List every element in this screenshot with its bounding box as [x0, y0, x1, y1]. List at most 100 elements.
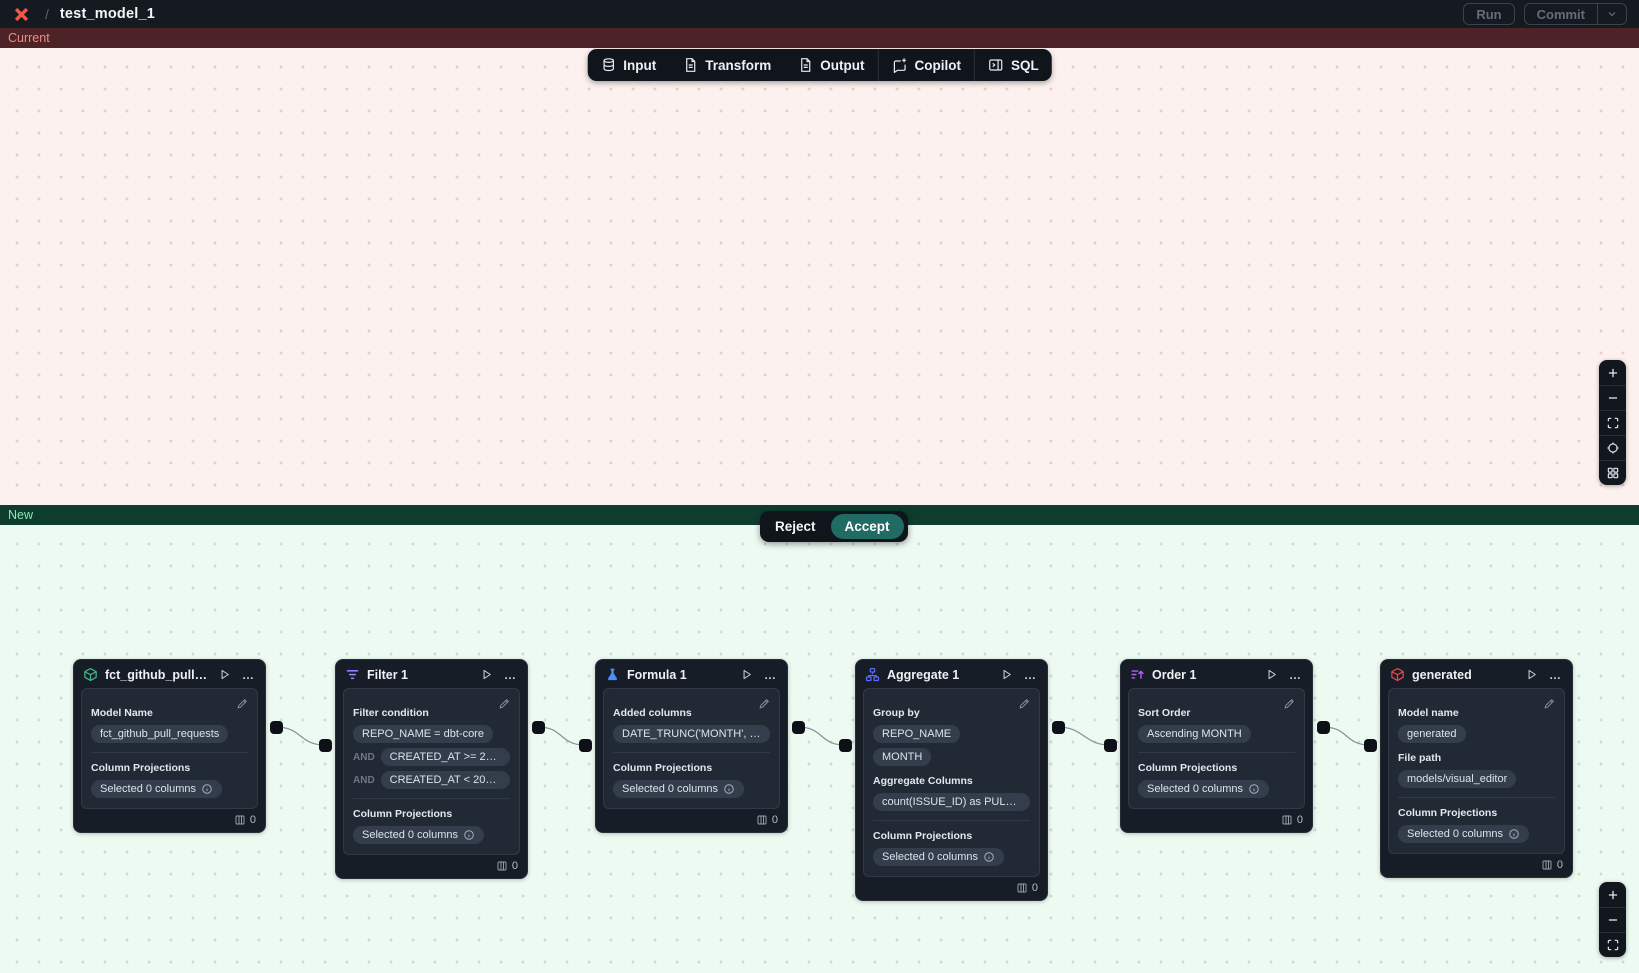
layout-grid-button[interactable] [1599, 460, 1626, 485]
node-header[interactable]: Formula 1 … [596, 660, 787, 688]
node-run-button[interactable] [216, 668, 233, 681]
value-pill[interactable]: Selected 0 columns [873, 848, 1004, 866]
value-pill[interactable]: Selected 0 columns [353, 826, 484, 844]
toolbar-divider [974, 49, 975, 81]
pill-row: generated [1398, 725, 1555, 743]
toolbar-transform-button[interactable]: Transform [669, 49, 784, 81]
value-pill[interactable]: count(ISSUE_ID) as PULL_REQUEST_… [873, 793, 1030, 811]
node-menu-button[interactable]: … [502, 669, 519, 681]
edit-pencil-icon[interactable] [498, 697, 511, 710]
node-menu-button[interactable]: … [1547, 669, 1564, 681]
toolbar-sql-button[interactable]: SQL [975, 49, 1052, 81]
section-label: Column Projections [1398, 807, 1498, 819]
run-button[interactable]: Run [1463, 3, 1515, 25]
value-pill[interactable]: fct_github_pull_requests [91, 725, 229, 743]
value-pill[interactable]: Ascending MONTH [1138, 725, 1251, 743]
pill-row: count(ISSUE_ID) as PULL_REQUEST_… [873, 793, 1030, 811]
toolbar-copilot-button[interactable]: Copilot [879, 49, 975, 81]
input-port[interactable] [318, 738, 332, 752]
node-section: Filter condition REPO_NAME = dbt-core AN… [353, 707, 510, 789]
pill-row: MONTH [873, 748, 1030, 766]
value-pill[interactable]: CREATED_AT >= 2024-12-01 [380, 748, 510, 766]
dbt-logo-icon[interactable] [12, 5, 31, 24]
input-port[interactable] [578, 738, 592, 752]
ellipsis-icon: … [764, 667, 777, 682]
value-pill[interactable]: CREATED_AT < 2025-03-01 [380, 771, 510, 789]
edit-pencil-icon[interactable] [758, 697, 771, 710]
node-menu-button[interactable]: … [1287, 669, 1304, 681]
toolbar-output-button[interactable]: Output [784, 49, 877, 81]
node-card-aggregate-1[interactable]: Aggregate 1 … Group by REPO_NAME MONTH [855, 659, 1048, 901]
accept-button[interactable]: Accept [830, 514, 904, 539]
node-title: generated [1412, 667, 1472, 682]
output-port[interactable] [1051, 720, 1065, 734]
node-section: Column Projections Selected 0 columns [613, 752, 770, 798]
input-port[interactable] [1103, 738, 1117, 752]
pill-row: Selected 0 columns [613, 780, 770, 798]
edit-pencil-icon[interactable] [1018, 697, 1031, 710]
pill-row: Selected 0 columns [353, 826, 510, 844]
input-port[interactable] [1363, 738, 1377, 752]
output-port[interactable] [531, 720, 545, 734]
zoom-out-button[interactable] [1599, 385, 1626, 410]
edit-pencil-icon[interactable] [1283, 697, 1296, 710]
node-header[interactable]: Filter 1 … [336, 660, 527, 688]
zoom-out-button[interactable] [1599, 907, 1626, 932]
node-run-button[interactable] [738, 668, 755, 681]
column-count: 0 [511, 860, 518, 872]
node-menu-button[interactable]: … [1022, 669, 1039, 681]
fit-view-button[interactable] [1599, 410, 1626, 435]
node-card-filter-1[interactable]: Filter 1 … Filter condition REPO_NAME = … [335, 659, 528, 879]
node-header[interactable]: generated … [1381, 660, 1572, 688]
edit-pencil-icon[interactable] [236, 697, 249, 710]
value-pill[interactable]: REPO_NAME [873, 725, 961, 743]
zoom-in-button[interactable] [1599, 882, 1626, 907]
value-pill[interactable]: Selected 0 columns [1138, 780, 1269, 798]
new-canvas[interactable]: fct_github_pull_requests … Model Name fc… [0, 525, 1639, 973]
value-pill[interactable]: DATE_TRUNC('MONTH', CREATED_AT… [613, 725, 770, 743]
node-card-generated[interactable]: generated … Model name generated File pa… [1380, 659, 1573, 878]
commit-split-button[interactable]: Commit [1523, 3, 1627, 25]
commit-dropdown-button[interactable] [1598, 4, 1626, 24]
node-header[interactable]: fct_github_pull_requests … [74, 660, 265, 688]
commit-button[interactable]: Commit [1536, 6, 1585, 22]
pencil-icon [499, 699, 509, 709]
input-port[interactable] [838, 738, 852, 752]
pill-row: models/visual_editor [1398, 770, 1555, 788]
current-canvas[interactable] [0, 48, 1639, 505]
fit-view-button[interactable] [1599, 932, 1626, 957]
toolbar-input-button[interactable]: Input [587, 49, 669, 81]
node-run-button[interactable] [1263, 668, 1280, 681]
node-menu-button[interactable]: … [240, 669, 257, 681]
value-pill[interactable]: Selected 0 columns [91, 780, 222, 798]
output-port[interactable] [269, 720, 283, 734]
section-label: Column Projections [91, 762, 191, 774]
node-menu-button[interactable]: … [762, 669, 779, 681]
info-icon [464, 830, 474, 840]
node-run-button[interactable] [478, 668, 495, 681]
node-card-order-1[interactable]: Order 1 … Sort Order Ascending MONTH Col… [1120, 659, 1313, 833]
value-pill[interactable]: Selected 0 columns [613, 780, 744, 798]
output-port[interactable] [791, 720, 805, 734]
value-pill[interactable]: MONTH [873, 748, 932, 766]
column-count: 0 [249, 814, 256, 826]
pill-row: DATE_TRUNC('MONTH', CREATED_AT… [613, 725, 770, 743]
value-pill[interactable]: generated [1398, 725, 1466, 743]
node-header[interactable]: Aggregate 1 … [856, 660, 1047, 688]
node-body: Sort Order Ascending MONTH Column Projec… [1128, 688, 1305, 809]
condition-operator: AND [353, 774, 375, 786]
value-pill[interactable]: REPO_NAME = dbt-core [353, 725, 493, 743]
value-pill[interactable]: models/visual_editor [1398, 770, 1517, 788]
node-run-button[interactable] [998, 668, 1015, 681]
edit-pencil-icon[interactable] [1543, 697, 1556, 710]
output-port[interactable] [1316, 720, 1330, 734]
value-pill[interactable]: Selected 0 columns [1398, 825, 1529, 843]
node-run-button[interactable] [1523, 668, 1540, 681]
columns-icon [1542, 860, 1552, 870]
node-card-fct-github-pull-requests[interactable]: fct_github_pull_requests … Model Name fc… [73, 659, 266, 833]
reject-button[interactable]: Reject [762, 511, 829, 542]
node-header[interactable]: Order 1 … [1121, 660, 1312, 688]
locate-button[interactable] [1599, 435, 1626, 460]
node-card-formula-1[interactable]: Formula 1 … Added columns DATE_TRUNC('MO… [595, 659, 788, 833]
zoom-in-button[interactable] [1599, 360, 1626, 385]
